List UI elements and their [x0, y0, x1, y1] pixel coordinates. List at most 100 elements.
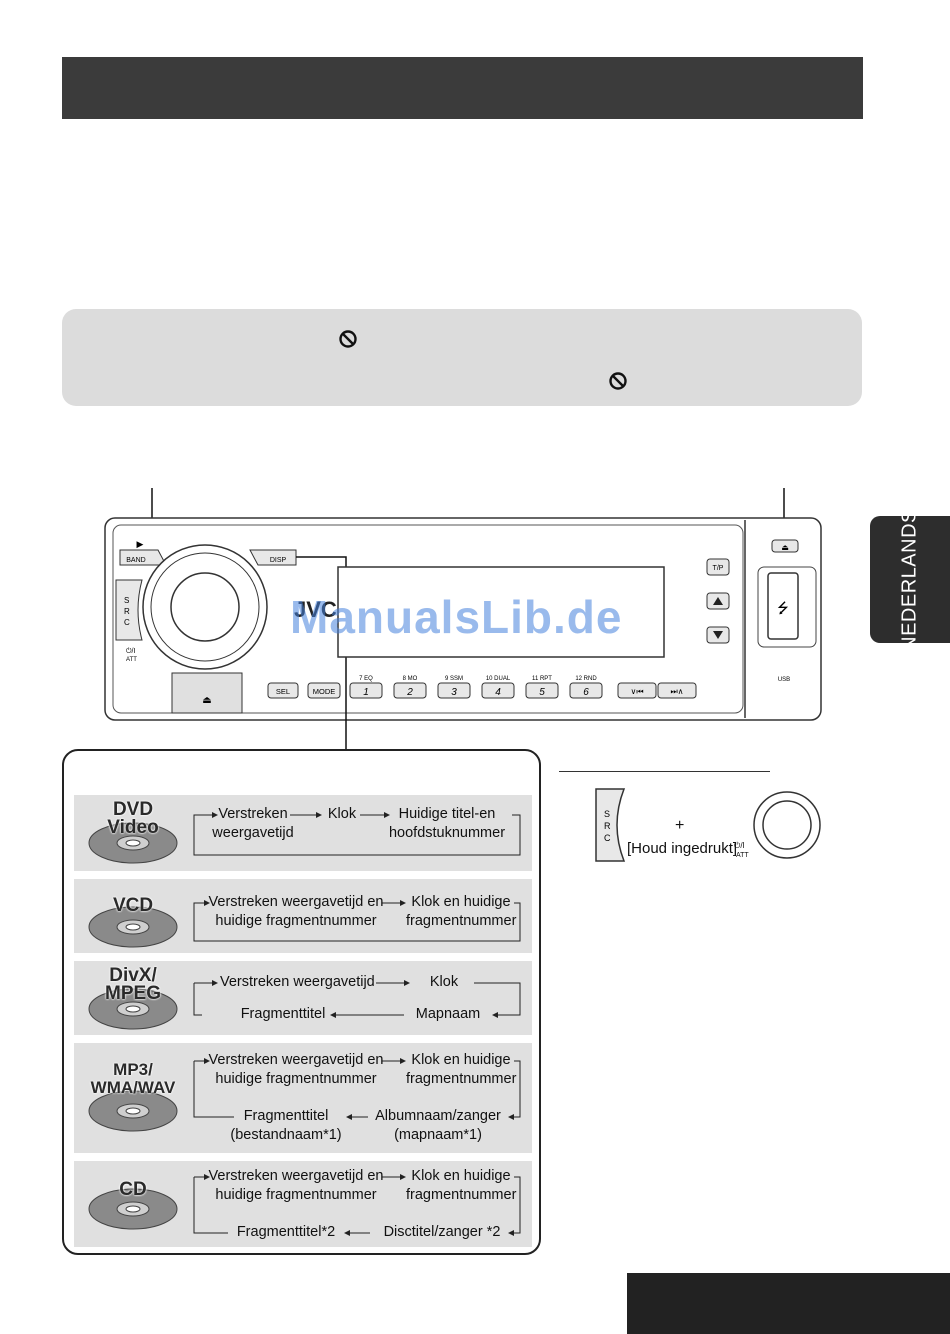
- prohibited-icon: [339, 330, 357, 348]
- plus-sign: +: [675, 817, 685, 834]
- preset-number: 5: [539, 687, 545, 698]
- svg-text:S: S: [604, 809, 610, 819]
- svg-text:⏏: ⏏: [781, 543, 789, 552]
- flow-item: Huidige titel-en hoofdstuknummer: [388, 806, 506, 841]
- usb-label: USB: [778, 677, 790, 683]
- flow-item: Mapnaam: [415, 1006, 481, 1022]
- band-label: BAND: [126, 557, 145, 564]
- preset-number: 6: [583, 687, 589, 698]
- hold-instruction: [Houd ingedrukt]: [627, 840, 738, 857]
- preset-number: 2: [406, 687, 413, 698]
- down-button[interactable]: [706, 626, 730, 644]
- play-icon: ▶: [137, 539, 144, 549]
- disc-label-line2: Video: [107, 817, 159, 838]
- att-label: ATT: [736, 852, 749, 859]
- preset-number: 1: [363, 687, 369, 698]
- preset-button: [481, 682, 515, 699]
- row-divx-mpeg: DivX/ MPEG Verstreken weergavetijd Klok …: [74, 961, 532, 1035]
- display-mode-panel: DVD Video Verstreken weergavetijd Klok H…: [62, 749, 541, 1255]
- band-button[interactable]: BAND: [119, 549, 167, 566]
- brand-logo: JVC: [294, 597, 337, 622]
- disc-icon: [88, 988, 178, 1030]
- flow-item: Verstreken weergavetijd: [220, 974, 375, 990]
- svg-text:⏏: ⏏: [202, 695, 211, 706]
- flow-item: Klok en huidige fragmentnummer: [406, 1052, 517, 1087]
- disc-label-line1: CD: [119, 1179, 147, 1200]
- mode-label: MODE: [313, 687, 336, 696]
- control-dial[interactable]: [142, 544, 268, 670]
- svg-text:S: S: [124, 596, 129, 605]
- src-hold-illustration: S R C: [595, 788, 821, 862]
- disc-label-line1: MP3/: [113, 1060, 153, 1079]
- preset-button: [437, 682, 471, 699]
- flow-item: Verstreken weergavetijd en huidige fragm…: [208, 1052, 384, 1087]
- mode-button[interactable]: MODE: [307, 682, 341, 699]
- disc-icon: [88, 906, 178, 948]
- usb-icon: ⭍: [777, 601, 789, 617]
- preset-number: 4: [495, 687, 501, 698]
- language-tab-label: NEDERLANDS: [898, 509, 921, 651]
- power-icon: ⏻/I: [126, 647, 135, 655]
- preset-function-label: 12 RND: [575, 676, 597, 682]
- preset-function-label: 9 SSM: [445, 676, 463, 682]
- note-box: [62, 309, 862, 406]
- section-title-bar: [62, 57, 863, 119]
- row-dvd-video: DVD Video Verstreken weergavetijd Klok H…: [74, 795, 532, 871]
- src-button[interactable]: S R C: [115, 579, 143, 641]
- disp-button[interactable]: DISP: [249, 549, 297, 566]
- flow-item: Fragmenttitel (bestandnaam*1): [230, 1108, 342, 1143]
- up-button[interactable]: [706, 592, 730, 610]
- disc-label-line1: DVD: [112, 799, 154, 820]
- flow-item: Fragmenttitel*2: [236, 1224, 336, 1240]
- flow-item: Albumnaam/zanger (mapnaam*1): [375, 1108, 501, 1143]
- preset-function-label: 11 RPT: [532, 676, 552, 682]
- prohibited-icon: [609, 372, 627, 390]
- sel-button[interactable]: SEL: [267, 682, 299, 699]
- disc-label-line1: VCD: [112, 895, 154, 916]
- eject-button[interactable]: ⏏: [771, 539, 799, 553]
- track-buttons[interactable]: ∨⏮ ⏭∧: [617, 682, 697, 699]
- flow-item: Klok en huidige fragmentnummer: [406, 1168, 517, 1203]
- disc-icon: [88, 1188, 178, 1230]
- svg-text:⏭∧: ⏭∧: [670, 687, 683, 696]
- watermark: ManualsLib.de: [290, 591, 623, 643]
- display-window: [337, 566, 665, 658]
- preset-buttons[interactable]: 7 EQ 1 8 MO 2 9 SSM 3 10 DUAL 4 11 RPT 5 12 RND 6: [349, 676, 603, 699]
- svg-text:∨⏮: ∨⏮: [630, 687, 643, 696]
- preset-button: [393, 682, 427, 699]
- disc-label-line2: MPEG: [105, 983, 161, 1004]
- row-vcd: VCD Verstreken weergavetijd en huidige f…: [74, 879, 532, 953]
- detach-button[interactable]: ⏏: [171, 672, 243, 714]
- disc-icon: [88, 822, 178, 864]
- power-icon: ⏻/I: [734, 841, 745, 850]
- flow-item: Disctitel/zanger *2: [383, 1224, 501, 1240]
- flow-item: Fragmenttitel: [240, 1006, 326, 1022]
- row-cd: CD Verstreken weergavetijd en huidige fr…: [74, 1161, 532, 1247]
- flow-item: Klok en huidige fragmentnummer: [406, 894, 517, 929]
- preset-button: [569, 682, 603, 699]
- disc-label-line2: WMA/WAV: [90, 1078, 176, 1097]
- tp-label: T/P: [713, 565, 724, 572]
- svg-text:R: R: [124, 607, 130, 616]
- section-underline: [559, 771, 770, 772]
- usb-port[interactable]: ⭍: [757, 566, 817, 648]
- flow-item: Verstreken weergavetijd en huidige fragm…: [208, 894, 384, 929]
- preset-function-label: 7 EQ: [359, 676, 373, 682]
- flow-item: Klok: [429, 974, 459, 990]
- disc-label-line1: DivX/: [109, 965, 157, 986]
- preset-button: [525, 682, 559, 699]
- disp-label: DISP: [270, 557, 287, 564]
- page-number-block: [627, 1273, 950, 1334]
- svg-text:C: C: [124, 618, 130, 627]
- language-tab: NEDERLANDS: [870, 509, 950, 651]
- svg-text:C: C: [604, 833, 611, 843]
- preset-function-label: 10 DUAL: [486, 676, 511, 682]
- disc-icon: [88, 1090, 178, 1132]
- flow-item: Verstreken weergavetijd: [212, 806, 294, 841]
- flow-item: Klok: [327, 806, 357, 822]
- svg-text:R: R: [604, 821, 611, 831]
- tp-button[interactable]: T/P: [706, 558, 730, 576]
- preset-number: 3: [451, 687, 457, 698]
- flow-item: Verstreken weergavetijd en huidige fragm…: [208, 1168, 384, 1203]
- preset-function-label: 8 MO: [403, 676, 418, 682]
